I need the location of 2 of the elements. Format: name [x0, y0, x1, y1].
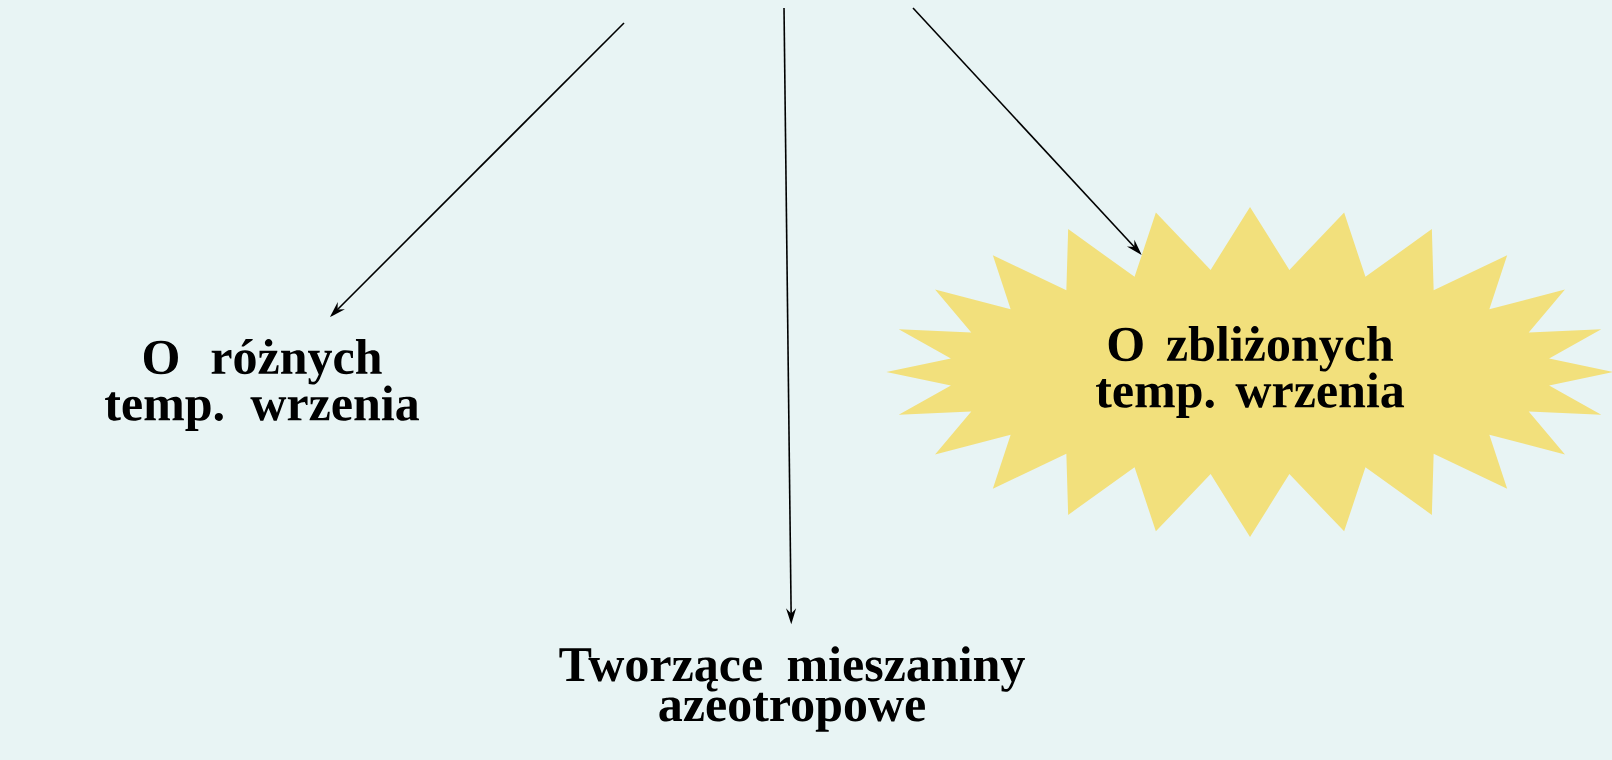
category-label: O różnych temp. wrzenia: [105, 339, 419, 431]
category-label: Tworzące mieszaniny azeotropowe: [559, 646, 1025, 732]
